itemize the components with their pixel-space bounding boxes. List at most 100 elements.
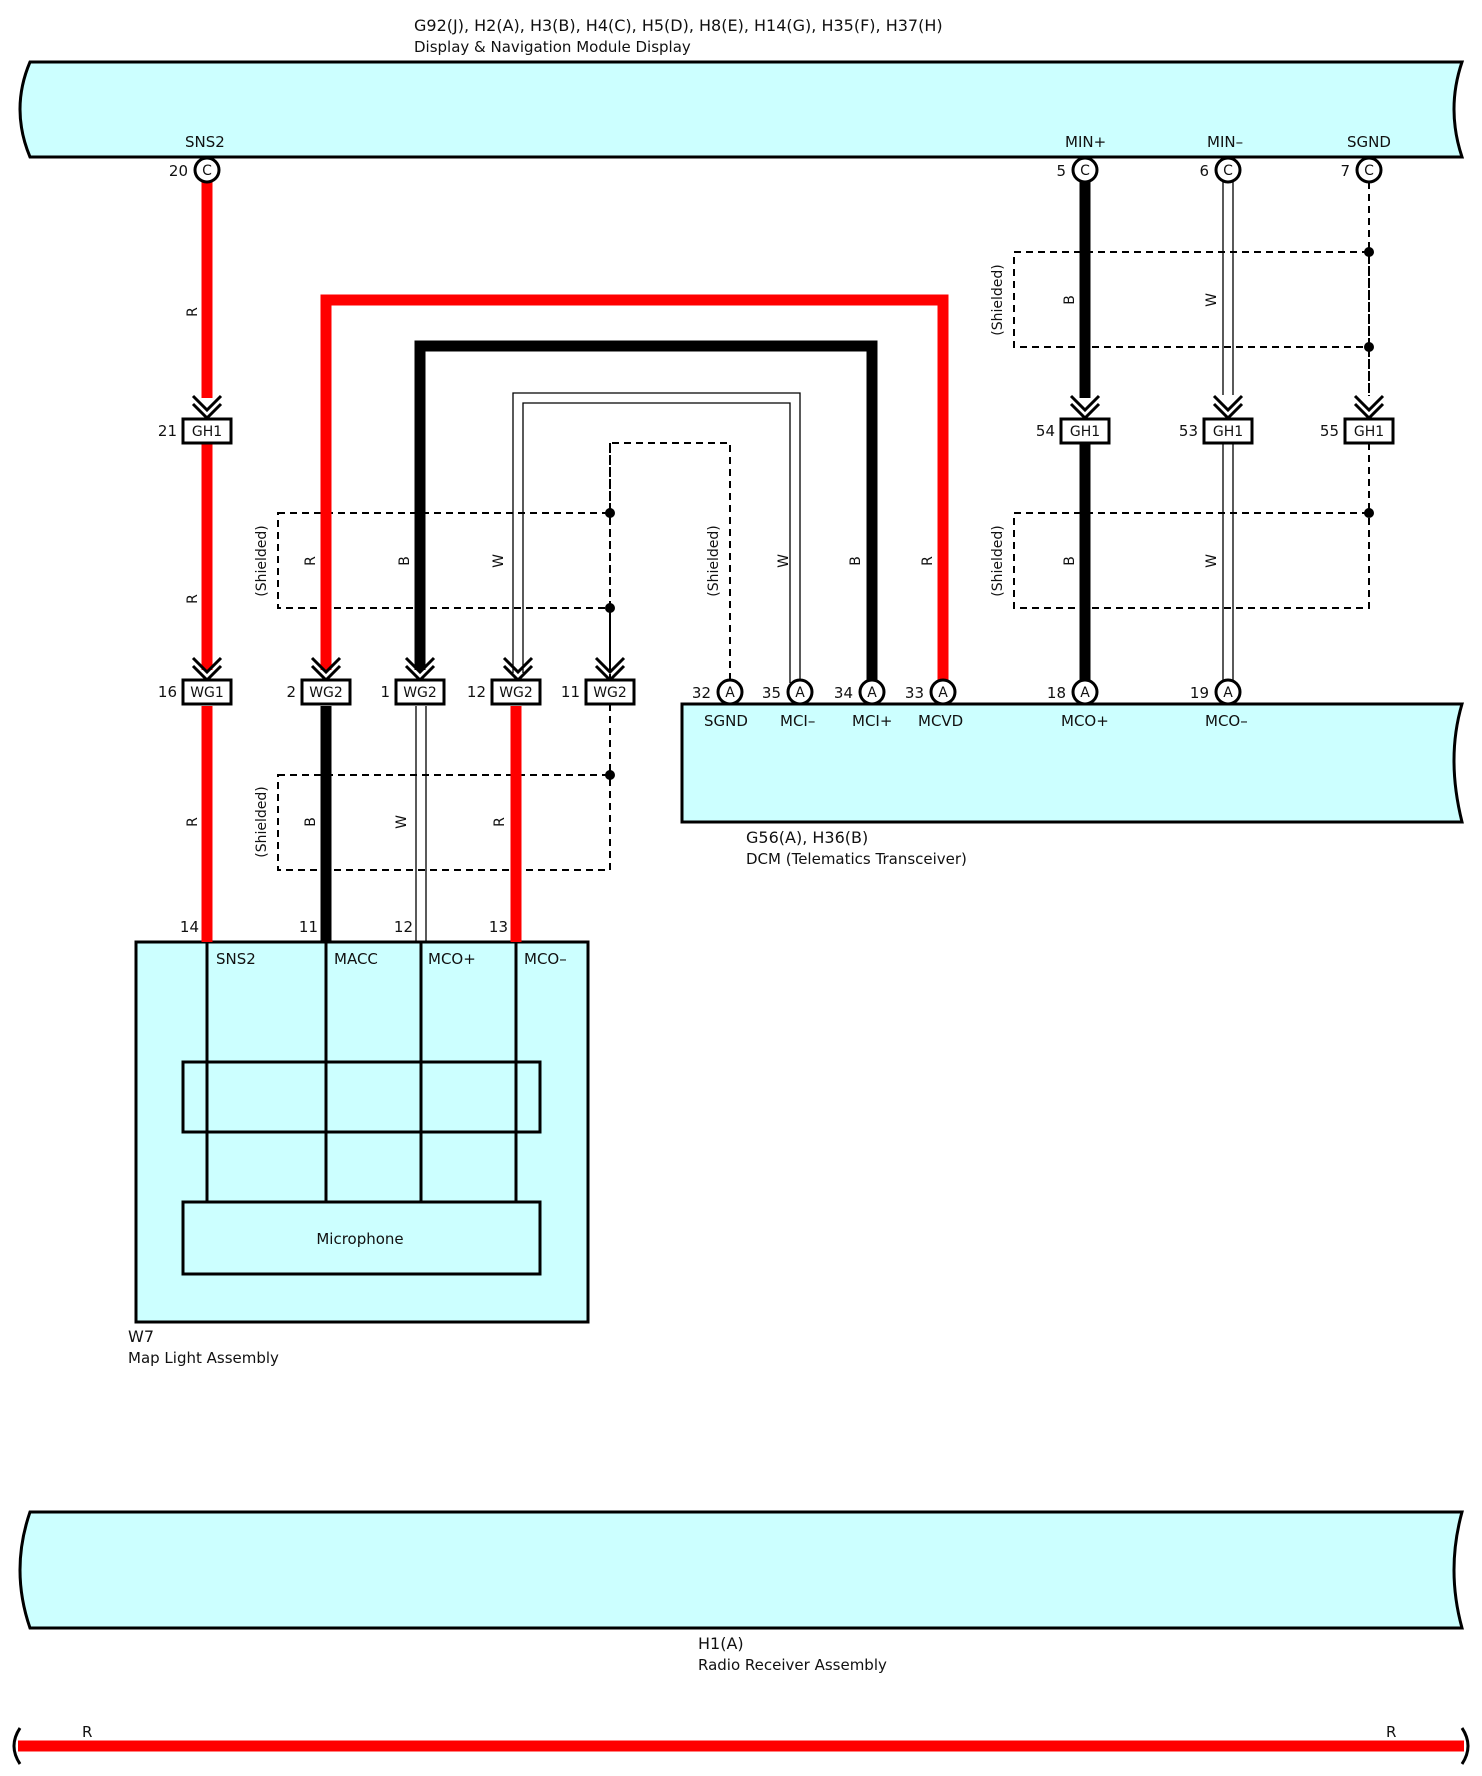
pin-num-5: 5 — [1056, 162, 1066, 180]
ml-pin-num-13: 13 — [489, 918, 508, 936]
wg-label-12: WG2 — [499, 685, 533, 701]
wg-label-1: WG2 — [403, 685, 437, 701]
map-light-name: Map Light Assembly — [128, 1349, 279, 1367]
radio-receiver: H1(A) Radio Receiver Assembly — [18, 1510, 1464, 1674]
wg-label-2: WG2 — [309, 685, 343, 701]
white-wires — [415, 170, 1234, 942]
pin-name-min-plus: MIN+ — [1065, 133, 1106, 151]
dcm-pin-name-mci-minus: MCI– — [780, 712, 815, 730]
wg-junctions: WG1 16 WG2 2 WG2 1 WG2 12 WG2 11 — [158, 656, 636, 706]
pin-num-20: 20 — [169, 162, 188, 180]
display-module: G92(J), H2(A), H3(B), H4(C), H5(D), H8(E… — [18, 16, 1465, 159]
gh1-label-55: GH1 — [1354, 424, 1384, 440]
display-pins: C 20 C 5 C 6 C 7 — [169, 156, 1383, 184]
microphone-label: Microphone — [316, 1230, 403, 1248]
wire-color-r-3: R — [920, 556, 936, 566]
shielded-labels: (Shielded) (Shielded) (Shielded) (Shield… — [254, 264, 1006, 857]
gh1-label-21: GH1 — [192, 424, 222, 440]
wire-color-sns2-mid: R — [185, 594, 201, 604]
bottom-wire-color-right: R — [1386, 1723, 1396, 1741]
black-wires — [320, 170, 1091, 942]
gh1-label-53: GH1 — [1213, 424, 1243, 440]
gh1-label-54: GH1 — [1070, 424, 1100, 440]
gh1-num-21: 21 — [158, 422, 177, 440]
dcm-pin-num-35: 35 — [762, 684, 781, 702]
pin-num-6: 6 — [1199, 162, 1209, 180]
ml-pin-name-mco-plus: MCO+ — [428, 950, 476, 968]
wg-num-11: 11 — [561, 683, 580, 701]
wire-color-w-2: W — [394, 815, 410, 829]
ml-pin-name-sns2: SNS2 — [216, 950, 256, 968]
dcm-pin-letter-34: A — [867, 685, 877, 701]
ml-pin-num-12: 12 — [394, 918, 413, 936]
wire-color-w-1: W — [491, 554, 507, 568]
wire-color-b-3: B — [848, 556, 864, 566]
wg-num-16: 16 — [158, 683, 177, 701]
dcm-pin-letter-18: A — [1080, 685, 1090, 701]
dcm-pin-name-mcvd: MCVD — [918, 712, 963, 730]
wire-color-r-1: R — [303, 556, 319, 566]
ml-pin-name-macc: MACC — [334, 950, 378, 968]
bottom-wire: R R — [12, 1723, 1470, 1765]
pin-name-sns2: SNS2 — [185, 133, 225, 151]
radio-name: Radio Receiver Assembly — [698, 1656, 887, 1674]
shield-boxes — [277, 170, 1370, 871]
wire-color-w-4: W — [1204, 293, 1220, 307]
wire-color-sns2-bot: R — [185, 817, 201, 827]
map-light-assembly: Microphone SNS2 MACC MCO+ MCO– 14 11 12 … — [128, 918, 590, 1367]
wire-color-w-5: W — [1204, 554, 1220, 568]
pin-name-sgnd: SGND — [1347, 133, 1391, 151]
dcm-codes: G56(A), H36(B) — [746, 828, 868, 847]
dcm-pin-num-18: 18 — [1047, 684, 1066, 702]
shielded-label-4: (Shielded) — [254, 786, 270, 857]
radio-codes: H1(A) — [698, 1634, 744, 1653]
map-light-codes: W7 — [128, 1327, 154, 1346]
display-name: Display & Navigation Module Display — [414, 38, 691, 56]
shielded-label-2: (Shielded) — [990, 525, 1006, 596]
wg-num-1: 1 — [380, 683, 390, 701]
wire-color-labels: R R R R B W B W R W B R B W B W — [185, 293, 1220, 829]
dcm-pin-name-sgnd: SGND — [704, 712, 748, 730]
gh1-num-55: 55 — [1320, 422, 1339, 440]
gh1-junctions: GH1 21 GH1 54 GH1 53 GH1 55 — [158, 347, 1395, 445]
gh1-num-54: 54 — [1036, 422, 1055, 440]
wire-color-sns2-top: R — [185, 307, 201, 317]
gh1-num-53: 53 — [1179, 422, 1198, 440]
dcm-pin-name-mco-plus: MCO+ — [1061, 712, 1109, 730]
dcm-pin-num-32: 32 — [692, 684, 711, 702]
wire-color-b-4: B — [1062, 295, 1078, 305]
pin-letter-6: C — [1223, 163, 1233, 179]
shield-dots — [605, 247, 1374, 780]
ml-pin-name-mco-minus: MCO– — [524, 950, 567, 968]
wg-num-12: 12 — [467, 683, 486, 701]
dcm-pin-num-19: 19 — [1190, 684, 1209, 702]
shielded-label-3: (Shielded) — [254, 525, 270, 596]
dcm-module: G56(A), H36(B) DCM (Telematics Transceiv… — [680, 702, 1465, 868]
pin-letter-20: C — [202, 163, 212, 179]
pin-letter-5: C — [1080, 163, 1090, 179]
wire-color-b-2: B — [303, 817, 319, 827]
bottom-wire-color-left: R — [82, 1723, 92, 1741]
display-codes: G92(J), H2(A), H3(B), H4(C), H5(D), H8(E… — [414, 16, 943, 35]
dcm-pin-letter-19: A — [1223, 685, 1233, 701]
red-wires — [201, 170, 949, 942]
wire-color-r-2: R — [492, 817, 508, 827]
wire-color-w-3: W — [776, 554, 792, 568]
ml-pin-num-11: 11 — [299, 918, 318, 936]
shielded-label-1: (Shielded) — [990, 264, 1006, 335]
pin-letter-7: C — [1364, 163, 1374, 179]
wire-color-b-1: B — [397, 556, 413, 566]
dcm-pin-name-mco-minus: MCO– — [1205, 712, 1248, 730]
dcm-pin-letter-33: A — [938, 685, 948, 701]
dcm-pin-letter-35: A — [795, 685, 805, 701]
dcm-name: DCM (Telematics Transceiver) — [746, 850, 967, 868]
wire-color-b-5: B — [1062, 556, 1078, 566]
pin-num-7: 7 — [1340, 162, 1350, 180]
wg-label-16: WG1 — [190, 685, 224, 701]
shielded-label-5: (Shielded) — [706, 525, 722, 596]
pin-name-min-minus: MIN– — [1207, 133, 1243, 151]
ml-pin-num-14: 14 — [180, 918, 199, 936]
wg-label-11: WG2 — [593, 685, 627, 701]
dcm-pins: A 32 A 35 A 34 A 33 A 18 A 19 — [692, 678, 1242, 706]
